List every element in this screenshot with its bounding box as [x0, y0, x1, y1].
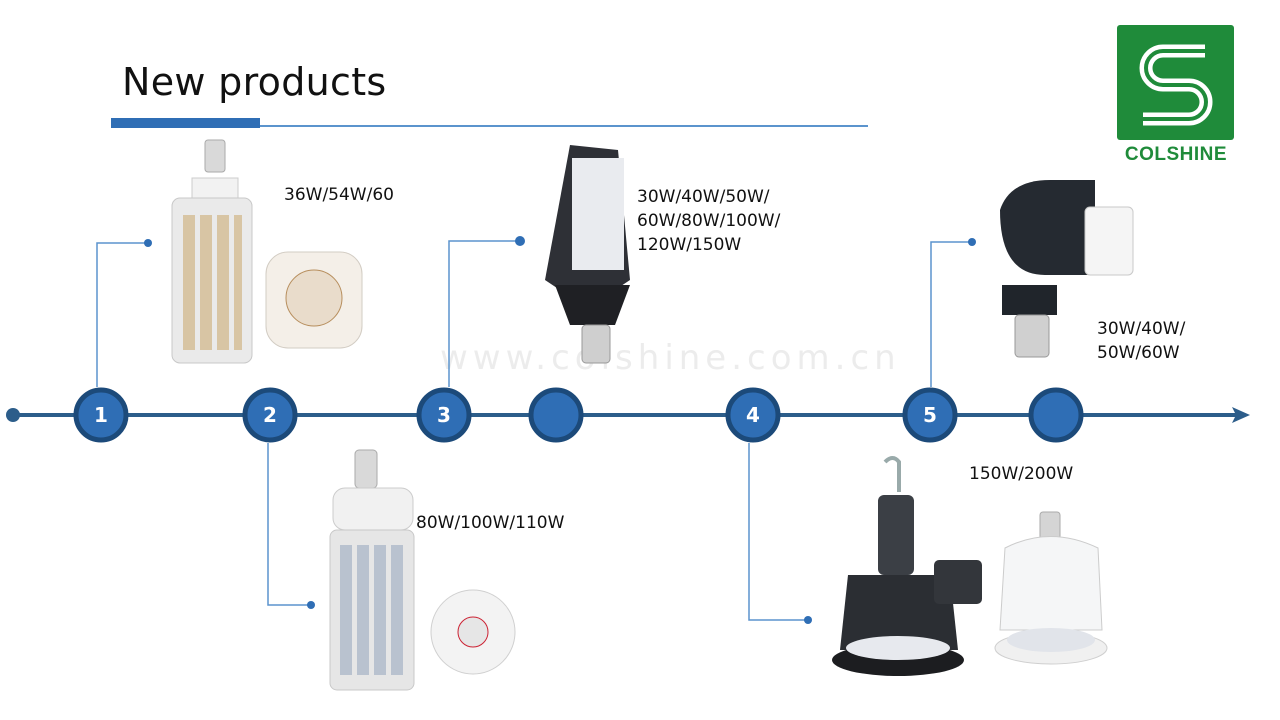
timeline-node-2: 2	[242, 387, 298, 443]
retrofit-paddle-lamp-image	[545, 145, 630, 364]
wattage-line: 80W/100W/110W	[416, 513, 565, 533]
wattage-label-2: 80W/100W/110W	[416, 511, 564, 535]
connector-dot-1	[144, 239, 152, 247]
title-underline	[260, 125, 868, 127]
colshine-logo	[1117, 25, 1234, 140]
wattage-line: 120W/150W	[637, 235, 742, 255]
colshine-logo-mark	[1139, 44, 1213, 126]
connector-dot-2	[307, 601, 315, 609]
wattage-line: 50W/60W	[1097, 343, 1180, 363]
wattage-line: 36W/54W/60	[284, 185, 394, 205]
connector-2	[267, 443, 310, 606]
wattage-label-1: 36W/54W/60	[284, 183, 394, 207]
page-title: New products	[122, 60, 387, 104]
logo-text: COLSHINE	[1124, 144, 1228, 165]
timeline-node-empty-2	[1028, 387, 1084, 443]
connector-dot-3	[515, 236, 525, 246]
node-label-1: 1	[94, 403, 108, 427]
wattage-line: 60W/80W/100W/	[637, 211, 781, 231]
timeline-node-1: 1	[73, 387, 129, 443]
timeline-node-4: 4	[725, 387, 781, 443]
timeline-node-5: 5	[902, 387, 958, 443]
connector-4	[748, 443, 808, 621]
wattage-label-3: 30W/40W/50W/ 60W/80W/100W/ 120W/150W	[637, 185, 780, 257]
wattage-line: 30W/40W/50W/	[637, 187, 770, 207]
wattage-label-4: 150W/200W	[969, 462, 1073, 486]
wattage-line: 150W/200W	[969, 464, 1074, 484]
corn-bulb-large-image	[329, 449, 516, 691]
node-label-4: 4	[746, 403, 760, 427]
node-label-2: 2	[263, 403, 277, 427]
connector-dot-4	[804, 616, 812, 624]
node-label-5: 5	[923, 403, 937, 427]
watermark: www.colshine.com.cn	[440, 338, 901, 378]
wattage-line: 30W/40W/	[1097, 319, 1186, 339]
connector-1	[96, 242, 148, 387]
connector-5	[930, 241, 972, 387]
highbay-lamps-image	[832, 456, 1108, 676]
title-underline-accent	[111, 118, 260, 128]
connector-3	[448, 240, 520, 387]
angle-adapter-bulb-image	[1000, 180, 1134, 358]
corn-bulb-small-image	[171, 139, 363, 364]
connector-dot-5	[968, 238, 976, 246]
wattage-label-5: 30W/40W/ 50W/60W	[1097, 317, 1185, 365]
node-label-3: 3	[437, 403, 451, 427]
timeline-node-3: 3	[416, 387, 472, 443]
timeline-arrow-icon	[1232, 407, 1250, 423]
connectors	[96, 240, 972, 621]
timeline-node-empty-1	[528, 387, 584, 443]
